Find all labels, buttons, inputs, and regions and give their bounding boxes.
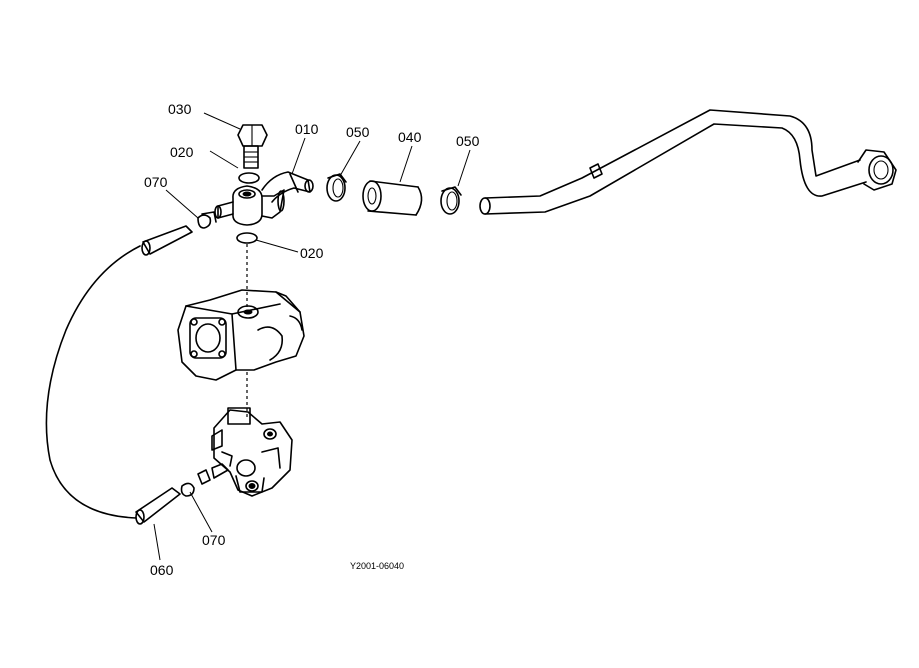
callout-030: 030 — [168, 101, 192, 117]
callout-070-top: 070 — [144, 174, 168, 190]
part-060-hose-loop — [45, 245, 141, 519]
callout-060: 060 — [150, 562, 174, 578]
callout-020-bottom: 020 — [300, 245, 324, 261]
callout-020-top: 020 — [170, 144, 194, 160]
part-070-clip-top — [197, 211, 217, 229]
figure-code: Y2001-06040 — [350, 561, 404, 571]
callout-010: 010 — [295, 121, 319, 137]
fuel-pump — [177, 289, 305, 381]
part-060-hose-top — [141, 225, 193, 256]
banjo-fitting — [214, 185, 285, 226]
leader-lines — [153, 112, 471, 561]
return-pipe — [479, 109, 897, 215]
part-040-hose — [362, 180, 423, 216]
callout-070-bottom: 070 — [202, 532, 226, 548]
part-060-hose-bottom — [135, 487, 181, 525]
part-010-elbow-pipe — [261, 171, 314, 203]
part-020-washer-bottom — [236, 232, 258, 244]
callout-050-right: 050 — [456, 133, 480, 149]
part-070-clip-bottom — [180, 469, 211, 497]
part-030-banjo-bolt — [237, 124, 268, 169]
callout-050-left: 050 — [346, 124, 370, 140]
callout-040: 040 — [398, 129, 422, 145]
part-050-hose-clamp-right — [440, 186, 462, 215]
valve-body — [211, 407, 293, 497]
part-050-hose-clamp-left — [326, 173, 347, 202]
part-020-washer-top — [238, 172, 260, 184]
